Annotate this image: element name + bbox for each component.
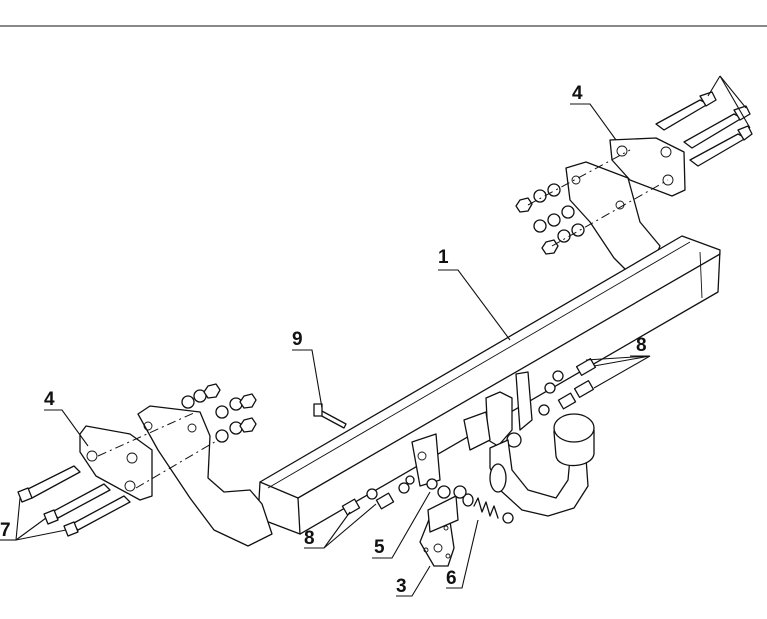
callout-7: 7	[0, 520, 11, 541]
centre-bolts-left	[341, 475, 415, 516]
towball-bracket	[463, 371, 533, 451]
callout-6: 6	[446, 568, 457, 589]
left-bolts	[17, 465, 131, 537]
socket-bracket	[411, 433, 459, 533]
bolt-9	[313, 403, 347, 429]
callout-8-right: 8	[636, 335, 647, 356]
spring-assembly	[462, 493, 514, 524]
callout-3: 3	[396, 576, 407, 597]
left-side-bracket	[137, 405, 273, 547]
callout-5: 5	[374, 537, 385, 558]
main-crossbar	[257, 235, 721, 535]
callout-4-right: 4	[572, 83, 583, 104]
leader-lines	[0, 75, 751, 597]
callout-8-left: 8	[304, 528, 315, 549]
right-bolts	[655, 91, 753, 167]
callout-1: 1	[438, 247, 449, 268]
right-mounting-plate	[609, 137, 686, 197]
callout-9: 9	[292, 329, 303, 350]
left-mounting-plate	[79, 425, 153, 501]
callout-4-left: 4	[44, 389, 55, 410]
centre-bolts-right	[538, 358, 597, 416]
left-nuts-washers	[181, 383, 257, 443]
washer-5	[426, 478, 467, 499]
towball	[553, 413, 595, 467]
